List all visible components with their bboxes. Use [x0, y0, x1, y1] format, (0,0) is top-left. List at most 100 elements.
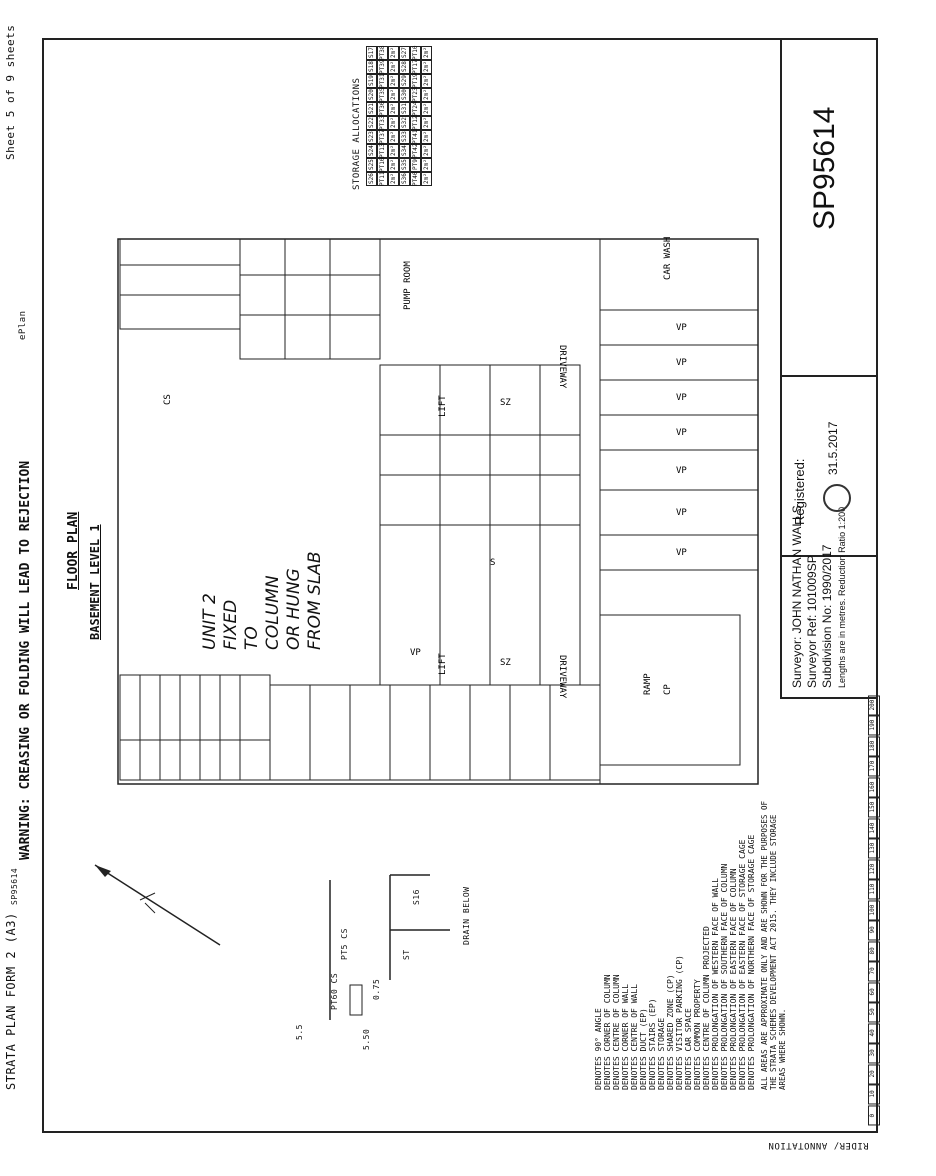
storage-cell: PT16	[377, 157, 388, 173]
handwritten-note: UNIT 2 FIXED TO COLUMN OR HUNG FROM SLAB	[200, 551, 326, 650]
surveyor-block: Surveyor: JOHN NATHAN WALLS Surveyor Ref…	[790, 505, 850, 688]
storage-cell: S31	[399, 102, 410, 116]
scale-tick: 30	[868, 1043, 880, 1064]
legend-item: DENOTES CAR SPACE	[684, 1008, 693, 1090]
warning-text: WARNING: CREASING OR FOLDING WILL LEAD T…	[18, 460, 33, 860]
legend-item: DENOTES CORNER OF COLUMN	[603, 974, 612, 1090]
legend-item: DENOTES COMMON PROPERTY	[693, 979, 702, 1090]
storage-cell: PT11	[377, 171, 388, 187]
storage-cell: 2m²	[388, 74, 399, 88]
legend-item: DENOTES 90° ANGLE	[594, 1008, 603, 1090]
surveyor-ref: Surveyor Ref: 101009SP	[805, 555, 819, 688]
scale-tick: 200	[868, 695, 880, 716]
svg-text:SZ: SZ	[500, 658, 511, 668]
storage-cell: PT13	[377, 143, 388, 159]
svg-text:S: S	[490, 558, 495, 568]
svg-text:SZ: SZ	[500, 398, 511, 408]
surveyor-name: Surveyor: JOHN NATHAN WALLS	[790, 505, 804, 688]
legend-item: DENOTES STORAGE	[657, 1017, 666, 1090]
storage-cell: 2m²	[388, 158, 399, 172]
storage-cell: 2m²	[421, 158, 432, 172]
storage-cell: 2m²	[388, 172, 399, 186]
storage-cell: 2m²	[388, 60, 399, 74]
storage-cell: PT39	[377, 59, 388, 75]
legend-item: DENOTES DUCT (EP)	[639, 1008, 648, 1090]
svg-text:VP: VP	[676, 428, 687, 438]
svg-text:LIFT: LIFT	[438, 395, 448, 417]
storage-cell: PT19	[410, 73, 421, 89]
floor-plan-drawing: DRIVEWAY DRIVEWAY CAR WASH BAY VP VP VP …	[117, 235, 759, 785]
legend-item: DENOTES SHARED ZONE (CP)	[666, 974, 675, 1090]
legend-item: DENOTES CENTRE OF COLUMN PROJECTED	[702, 926, 711, 1090]
storage-cell: 2m²	[388, 130, 399, 144]
handwritten-line: FIXED	[221, 599, 241, 650]
rider-stamp: RIDER/ ANNOTATION	[768, 1140, 869, 1150]
storage-cell: S25	[366, 158, 377, 172]
storage-cell: S26	[366, 172, 377, 186]
legend-item: DENOTES VISITOR PARKING (CP)	[675, 955, 684, 1090]
storage-cell: 2m²	[421, 46, 432, 60]
scale-tick: 140	[868, 817, 880, 839]
svg-text:DRIVEWAY: DRIVEWAY	[557, 345, 567, 389]
north-arrow-icon	[94, 864, 221, 946]
storage-cell: 2m²	[421, 74, 432, 88]
storage-cell: S33	[399, 130, 410, 144]
svg-text:VP: VP	[676, 466, 687, 476]
inset-label: S16	[412, 889, 421, 905]
storage-cell: S35	[399, 158, 410, 172]
inset-label: ST	[402, 949, 411, 960]
legend-item: DENOTES CENTRE OF COLUMN	[612, 974, 621, 1090]
scale-tick: 100	[868, 899, 880, 921]
storage-cell: PT33	[377, 115, 388, 131]
seal-icon	[823, 484, 851, 512]
storage-title: STORAGE ALLOCATIONS	[352, 77, 362, 190]
storage-cell: 2m²	[421, 130, 432, 144]
storage-cell: 2m²	[388, 88, 399, 102]
storage-cell: S21	[366, 102, 377, 116]
handwritten-line: FROM SLAB	[305, 551, 325, 650]
handwritten-line: UNIT 2	[200, 593, 220, 650]
storage-cell: 2m²	[388, 102, 399, 116]
storage-cell: PT42	[410, 143, 421, 159]
storage-cell: PT9	[410, 158, 421, 172]
storage-cell: PT31	[377, 73, 388, 89]
storage-cell: PT35	[377, 87, 388, 103]
form-title: STRATA PLAN FORM 2 (A3)	[4, 912, 18, 1090]
lengths-note: Lengths are in metres. Reduction Ratio 1…	[837, 506, 847, 688]
svg-text:VP: VP	[676, 393, 687, 403]
svg-text:CS: CS	[163, 394, 173, 405]
storage-cell: S24	[366, 144, 377, 158]
svg-text:VP: VP	[676, 358, 687, 368]
storage-cell: S17	[366, 46, 377, 60]
storage-cell: PT24	[410, 101, 421, 117]
storage-cell: 2m²	[388, 144, 399, 158]
inset-label: 5.5	[295, 1024, 304, 1040]
scale-tick: 40	[868, 1022, 880, 1044]
storage-cell: S23	[366, 130, 377, 144]
handwritten-line: COLUMN	[263, 575, 283, 650]
storage-cell: S30	[399, 88, 410, 102]
svg-text:CP: CP	[663, 684, 673, 695]
storage-cell: 2m²	[421, 88, 432, 102]
svg-text:PUMP ROOM: PUMP ROOM	[403, 261, 413, 310]
storage-cell: S36	[399, 172, 410, 186]
plan-number-small: SP95614	[10, 867, 19, 905]
storage-cell: PT23	[410, 87, 421, 103]
storage-cell: 2m²	[388, 116, 399, 130]
legend-item: DENOTES PROLONGATION OF EASTERN FACE OF …	[729, 868, 738, 1090]
scale-tick: 90	[868, 920, 880, 941]
legend-item: DENOTES STAIRS (EP)	[648, 998, 657, 1090]
storage-cell: S32	[399, 116, 410, 130]
storage-cell: S19	[366, 74, 377, 88]
svg-text:VP: VP	[676, 508, 687, 518]
legend-note: ALL AREAS ARE APPROXIMATE ONLY AND ARE S…	[760, 801, 787, 1090]
svg-text:DRIVEWAY: DRIVEWAY	[557, 655, 567, 699]
storage-cell: PT38	[377, 45, 388, 61]
inset-label: DRAIN BELOW	[462, 886, 471, 945]
legend-item: DENOTES CORNER OF WALL	[621, 984, 630, 1090]
storage-cell: S27	[399, 46, 410, 60]
scale-tick: 10	[868, 1084, 880, 1105]
legend-item: DENOTES PROLONGATION OF EASTERN FACE OF …	[738, 839, 747, 1090]
storage-cell: S34	[399, 144, 410, 158]
